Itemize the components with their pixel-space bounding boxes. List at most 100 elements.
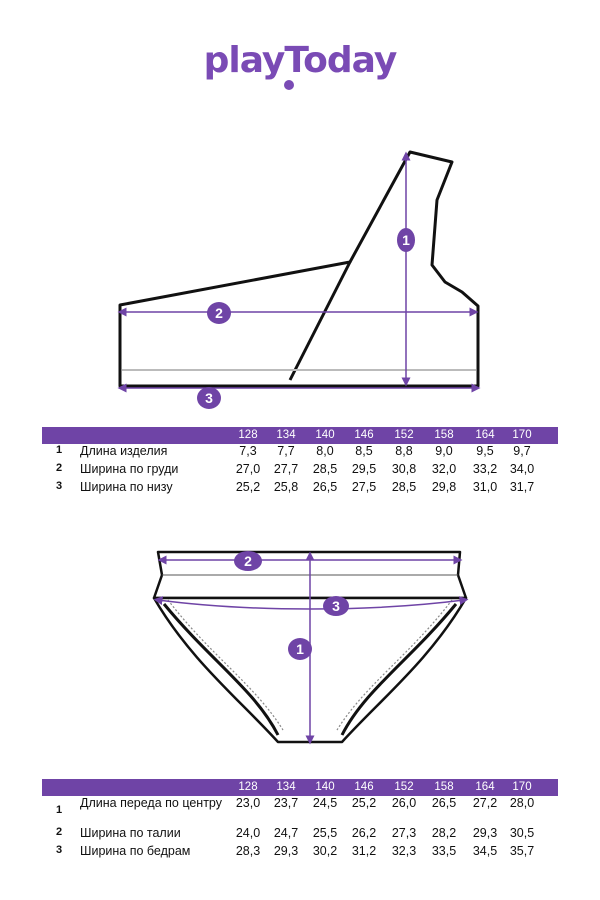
briefs-leg-right [340, 603, 458, 736]
top-size-table: 128 134 140 146 152 158 164 170 1 Длина изделия 7… [42, 427, 558, 498]
table-cell: 29,8 [431, 480, 457, 494]
size-header-1: 134 [276, 429, 296, 441]
table-cell: 25,5 [312, 826, 338, 840]
table-cell: 7,3 [239, 444, 257, 458]
size-header-6: 164 [475, 429, 495, 441]
table-cell: 26,5 [431, 796, 457, 810]
table-cell: 23,0 [235, 796, 261, 810]
measure-badge-2-label: 2 [215, 305, 223, 321]
size-header-7: 170 [512, 429, 532, 441]
table-cell: 31,7 [509, 480, 535, 494]
table-row: 3 Ширина по низу 25,2 25,8 26,5 27,5 28,5 29,8 3… [42, 480, 558, 498]
table-cell: 24,5 [312, 796, 338, 810]
row-label: Ширина по талии [80, 826, 181, 840]
table-cell: 28,3 [235, 844, 261, 858]
top-table-header: 128 134 140 146 152 158 164 170 [42, 427, 558, 444]
size-header-2: 140 [315, 429, 335, 441]
table-cell: 26,2 [351, 826, 377, 840]
table-cell: 35,7 [509, 844, 535, 858]
top-garment-diagram: 1 2 3 [117, 150, 481, 409]
table-cell: 25,2 [235, 480, 261, 494]
size-header-5: 158 [434, 429, 454, 441]
briefs-badge-2: 2 [234, 551, 262, 571]
table-cell: 34,0 [509, 462, 535, 476]
briefs-leg-left [162, 603, 280, 736]
measure-badge-3-label: 3 [205, 390, 213, 406]
briefs-badge-3-label: 3 [332, 598, 340, 614]
table-cell: 9,0 [435, 444, 453, 458]
table-cell: 25,2 [351, 796, 377, 810]
top-outline [118, 150, 480, 388]
table-cell: 8,0 [316, 444, 334, 458]
table-cell: 26,5 [312, 480, 338, 494]
row-number: 1 [56, 444, 63, 456]
row-number: 1 [56, 804, 63, 816]
table-cell: 28,5 [312, 462, 338, 476]
table-cell: 8,5 [355, 444, 373, 458]
table-cell: 27,5 [351, 480, 377, 494]
row-number: 3 [56, 844, 63, 856]
row-label: Ширина по груди [80, 462, 179, 476]
measure-badge-1: 1 [397, 228, 415, 252]
measure-badge-2: 2 [207, 302, 231, 324]
row-number: 3 [56, 480, 63, 492]
logo-dot [284, 80, 294, 90]
size-header-2: 140 [315, 781, 335, 793]
briefs-badge-3: 3 [323, 596, 349, 616]
table-cell: 8,8 [395, 444, 413, 458]
table-cell: 33,5 [431, 844, 457, 858]
table-cell: 32,0 [431, 462, 457, 476]
row-label: Ширина по бедрам [80, 844, 191, 858]
row-label: Длина переда по центру [80, 796, 222, 810]
table-cell: 7,7 [277, 444, 295, 458]
row-number: 2 [56, 826, 63, 838]
table-cell: 28,5 [391, 480, 417, 494]
table-cell: 26,0 [391, 796, 417, 810]
table-cell: 32,3 [391, 844, 417, 858]
table-cell: 29,5 [351, 462, 377, 476]
size-header-1: 134 [276, 781, 296, 793]
table-cell: 9,5 [476, 444, 494, 458]
size-header-6: 164 [475, 781, 495, 793]
table-cell: 9,7 [513, 444, 531, 458]
size-header-3: 146 [354, 429, 374, 441]
row-number: 2 [56, 462, 63, 474]
table-cell: 25,8 [273, 480, 299, 494]
size-header-4: 152 [394, 429, 414, 441]
top-strap-seam [288, 261, 352, 381]
briefs-badge-1-label: 1 [296, 641, 304, 657]
table-cell: 27,7 [273, 462, 299, 476]
table-cell: 30,5 [509, 826, 535, 840]
size-header-5: 158 [434, 781, 454, 793]
table-cell: 34,5 [472, 844, 498, 858]
briefs-badge-2-label: 2 [244, 553, 252, 569]
row-label: Ширина по низу [80, 480, 173, 494]
size-header-3: 146 [354, 781, 374, 793]
size-header-0: 128 [238, 429, 258, 441]
table-row: 1 Длина изделия 7,3 7,7 8,0 8,5 8,8 9,0 9,5 9,7 [42, 444, 558, 462]
briefs-table-header: 128 134 140 146 152 158 164 170 [42, 779, 558, 796]
table-cell: 30,8 [391, 462, 417, 476]
briefs-size-table: 128 134 140 146 152 158 164 170 1 Длина переда п… [42, 779, 558, 862]
measure-badge-1-label: 1 [402, 232, 410, 248]
size-header-7: 170 [512, 781, 532, 793]
briefs-diagram: 2 3 1 [152, 550, 469, 745]
table-cell: 28,0 [509, 796, 535, 810]
size-header-0: 128 [238, 781, 258, 793]
table-cell: 33,2 [472, 462, 498, 476]
table-cell: 30,2 [312, 844, 338, 858]
row-label: Длина изделия [80, 444, 168, 458]
table-cell: 31,2 [351, 844, 377, 858]
table-cell: 27,2 [472, 796, 498, 810]
brand-logo: playToday [203, 40, 398, 81]
table-cell: 24,7 [273, 826, 299, 840]
table-cell: 31,0 [472, 480, 498, 494]
table-cell: 24,0 [235, 826, 261, 840]
table-cell: 29,3 [472, 826, 498, 840]
measure-badge-3: 3 [197, 387, 221, 409]
size-header-4: 152 [394, 781, 414, 793]
